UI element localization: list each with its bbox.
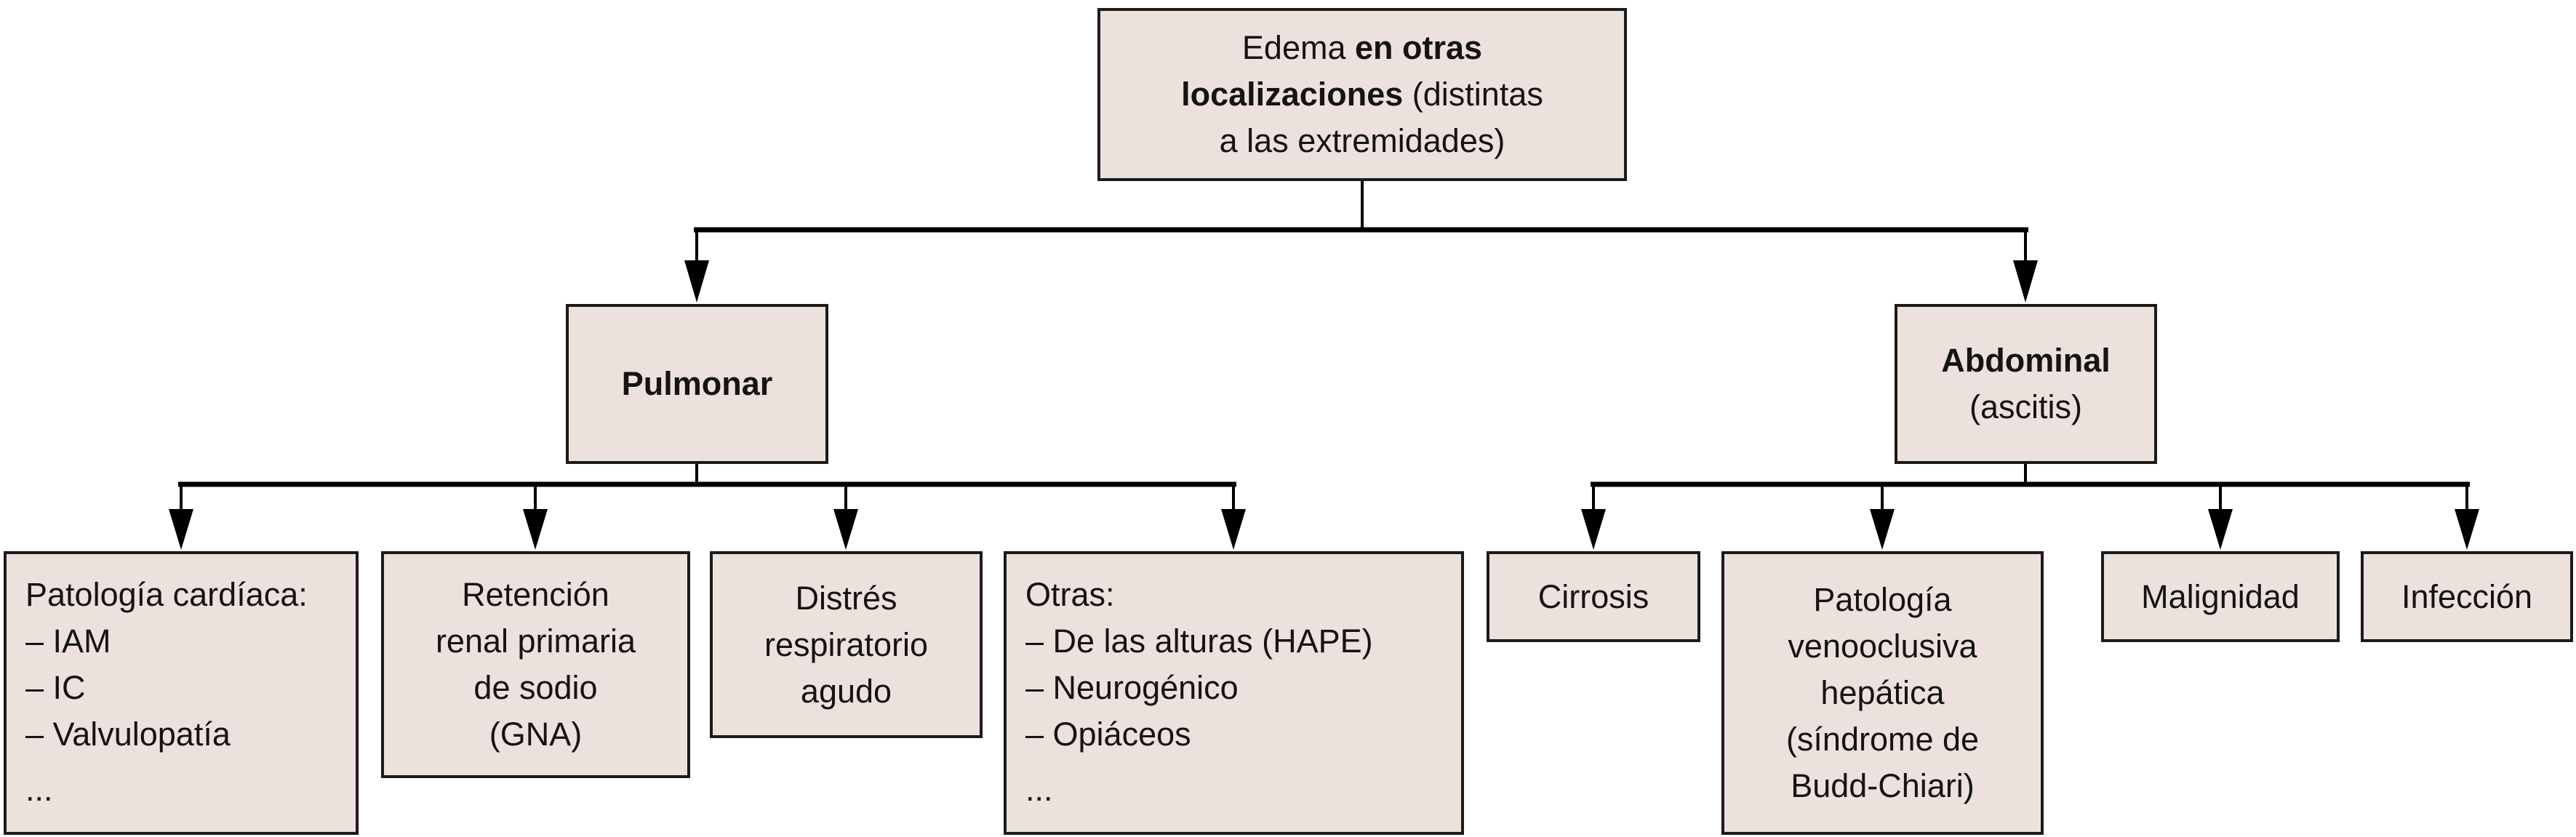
list-item: – Opiáceos	[1025, 716, 1191, 753]
node-text-line: (síndrome de	[1785, 721, 1980, 758]
node-patologia-venooclusiva: Patología venooclusiva hepática (síndrom…	[1721, 551, 2044, 835]
abdominal-sublabel: (ascitis)	[1969, 388, 2082, 425]
abdominal-label: Abdominal	[1941, 342, 2111, 379]
node-malignidad: Malignidad	[2101, 551, 2340, 642]
list-item: – IC	[25, 669, 86, 706]
root-text-bold: localizaciones	[1181, 76, 1404, 113]
node-retencion-renal: Retención renal primaria de sodio (GNA)	[381, 551, 690, 778]
node-text-line: respiratorio	[764, 625, 929, 663]
root-line-1: Edema en otras	[1242, 25, 1482, 71]
node-text-line: Budd-Chiari)	[1791, 767, 1975, 804]
root-line-2: localizaciones (distintas	[1181, 71, 1543, 118]
arrowhead-otras	[1221, 509, 1246, 550]
node-pulmonar: Pulmonar	[566, 304, 828, 464]
list-item: – De las alturas (HAPE)	[1025, 622, 1373, 660]
arrowhead-malignidad	[2208, 509, 2233, 550]
arrowhead-abdominal	[2013, 260, 2038, 303]
node-label: Cirrosis	[1537, 577, 1649, 615]
node-text-line: agudo	[800, 672, 892, 710]
list-item-ellipsis: ...	[25, 771, 53, 808]
node-label: Malignidad	[2141, 577, 2300, 615]
arrowhead-pulmonar	[684, 260, 709, 303]
list-item-ellipsis: ...	[1025, 771, 1053, 808]
node-text-line: venooclusiva	[1788, 628, 1977, 665]
list-item: – IAM	[25, 622, 111, 660]
node-label: Infección	[2401, 577, 2533, 615]
arrowhead-cardiac	[169, 509, 193, 550]
node-edema-root: Edema en otras localizaciones (distintas…	[1097, 8, 1627, 181]
pulmonar-label: Pulmonar	[621, 365, 773, 402]
node-text-line: renal primaria	[435, 622, 636, 660]
list-item: – Valvulopatía	[25, 716, 231, 753]
root-line-3: a las extremidades)	[1220, 118, 1505, 164]
list-item: – Neurogénico	[1025, 669, 1239, 706]
node-text-line: de sodio	[473, 669, 598, 706]
node-title: Otras:	[1025, 576, 1115, 613]
node-text-line: Distrés	[795, 579, 897, 617]
arrowhead-venoocclusive	[1870, 509, 1895, 550]
node-distres-respiratorio: Distrés respiratorio agudo	[710, 551, 983, 738]
node-title: Patología cardíaca:	[25, 576, 308, 613]
node-otras: Otras: – De las alturas (HAPE) – Neurogé…	[1004, 551, 1464, 835]
node-text-line: hepática	[1820, 674, 1945, 711]
node-patologia-cardiaca: Patología cardíaca: – IAM – IC – Valvulo…	[4, 551, 359, 835]
arrowhead-cirrosis	[1581, 509, 1606, 550]
root-text-regular: a las extremidades)	[1219, 122, 1505, 159]
arrowhead-infeccion	[2455, 509, 2479, 550]
node-cirrosis: Cirrosis	[1487, 551, 1700, 642]
node-text-line: (GNA)	[489, 716, 583, 753]
node-infeccion: Infección	[2361, 551, 2573, 642]
arrowhead-renal	[523, 509, 548, 550]
root-text-bold: en otras	[1355, 29, 1483, 66]
node-text-line: Patología	[1813, 581, 1952, 618]
root-text-regular: Edema	[1241, 29, 1356, 66]
node-abdominal: Abdominal (ascitis)	[1895, 304, 2157, 464]
arrowhead-distress	[833, 509, 858, 550]
root-text-regular: (distintas	[1403, 76, 1543, 113]
node-text-line: Retención	[462, 576, 609, 613]
